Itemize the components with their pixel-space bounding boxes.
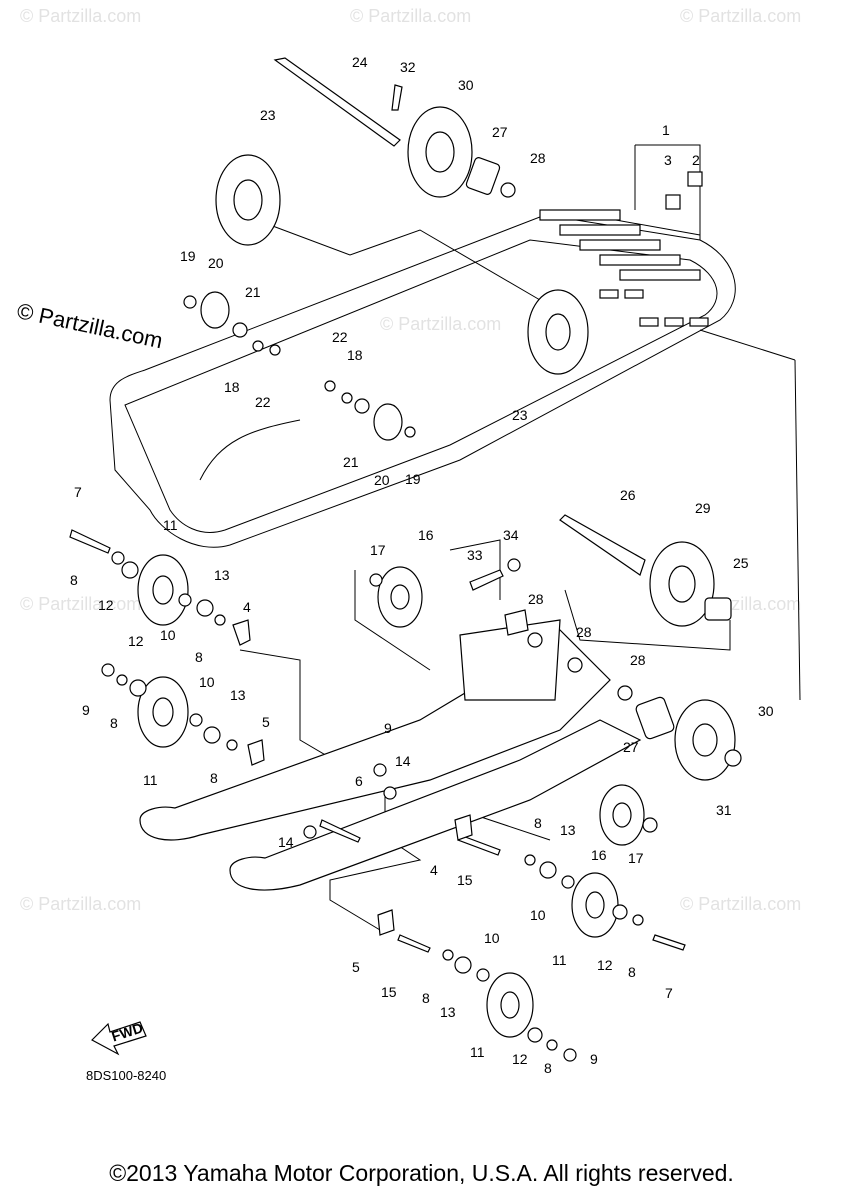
callout-20a: 20 — [208, 255, 224, 271]
callout-22b: 22 — [332, 329, 348, 345]
callout-5: 5 — [262, 714, 270, 730]
callout-13a: 13 — [214, 567, 230, 583]
callout-1: 1 — [662, 122, 670, 138]
callout-2: 2 — [692, 152, 700, 168]
callout-9c: 9 — [590, 1051, 598, 1067]
callout-27a: 27 — [492, 124, 508, 140]
callout-8a: 8 — [70, 572, 78, 588]
callout-23a: 23 — [260, 107, 276, 123]
callout-8f: 8 — [628, 964, 636, 980]
callout-34: 34 — [503, 527, 519, 543]
callout-labels: 1 2 3 4 4 5 5 6 7 7 8 8 8 8 8 8 8 8 9 9 … — [70, 54, 774, 1076]
svg-text:© Partzilla.com: © Partzilla.com — [680, 6, 801, 26]
callout-25: 25 — [733, 555, 749, 571]
callout-26: 26 — [620, 487, 636, 503]
diagram-code: 8DS100-8240 — [86, 1068, 167, 1083]
callout-16a: 16 — [418, 527, 434, 543]
leader-lines — [239, 144, 801, 931]
callout-7b: 7 — [665, 985, 673, 1001]
callout-12a: 12 — [98, 597, 114, 613]
wheels — [137, 106, 736, 1038]
callout-33: 33 — [467, 547, 483, 563]
svg-text:© Partzilla.com: © Partzilla.com — [20, 6, 141, 26]
callout-8g: 8 — [422, 990, 430, 1006]
callout-18a: 18 — [224, 379, 240, 395]
callout-22a: 22 — [255, 394, 271, 410]
callout-3: 3 — [664, 152, 672, 168]
callout-9b: 9 — [384, 720, 392, 736]
callout-4b: 4 — [430, 862, 438, 878]
callout-13b: 13 — [230, 687, 246, 703]
callout-18b: 18 — [347, 347, 363, 363]
callout-19b: 19 — [405, 471, 421, 487]
small-parts — [101, 157, 742, 1062]
callout-24: 24 — [352, 54, 368, 70]
fwd-arrow-icon: FWD — [91, 1019, 147, 1056]
callout-21a: 21 — [245, 284, 261, 300]
callout-16b: 16 — [591, 847, 607, 863]
callout-28b: 28 — [528, 591, 544, 607]
svg-text:© Partzilla.com: © Partzilla.com — [680, 894, 801, 914]
axles-and-bolts — [69, 57, 686, 953]
svg-text:© Partzilla.com: © Partzilla.com — [20, 894, 141, 914]
callout-10c: 10 — [530, 907, 546, 923]
svg-text:© Partzilla.com: © Partzilla.com — [350, 6, 471, 26]
callout-32: 32 — [400, 59, 416, 75]
callout-31: 31 — [716, 802, 732, 818]
svg-text:© Partzilla.com: © Partzilla.com — [380, 314, 501, 334]
callout-13c: 13 — [560, 822, 576, 838]
callout-10b: 10 — [199, 674, 215, 690]
callout-29: 29 — [695, 500, 711, 516]
callout-14a: 14 — [395, 753, 411, 769]
callout-12d: 12 — [512, 1051, 528, 1067]
callout-27b: 27 — [623, 739, 639, 755]
copyright-notice: ©2013 Yamaha Motor Corporation, U.S.A. A… — [109, 1160, 734, 1186]
background-watermarks: © Partzilla.com © Partzilla.com © Partzi… — [20, 6, 801, 914]
callout-28c: 28 — [576, 624, 592, 640]
callout-11b: 11 — [143, 772, 158, 788]
callout-9a: 9 — [82, 702, 90, 718]
callout-15b: 15 — [381, 984, 397, 1000]
callout-21b: 21 — [343, 454, 359, 470]
callout-17a: 17 — [370, 542, 386, 558]
skid-rails — [139, 619, 642, 891]
callout-28d: 28 — [630, 652, 646, 668]
parts-diagram: © Partzilla.com © Partzilla.com © Partzi… — [20, 6, 801, 1076]
callout-8b: 8 — [195, 649, 203, 665]
callout-19a: 19 — [180, 248, 196, 264]
callout-14b: 14 — [278, 834, 294, 850]
callout-12b: 12 — [128, 633, 144, 649]
callout-28a: 28 — [530, 150, 546, 166]
callout-13d: 13 — [440, 1004, 456, 1020]
callout-10a: 10 — [160, 627, 176, 643]
callout-11d: 11 — [470, 1044, 485, 1060]
callout-8h: 8 — [544, 1060, 552, 1076]
callout-4: 4 — [243, 599, 251, 615]
callout-6: 6 — [355, 773, 363, 789]
callout-8e: 8 — [534, 815, 542, 831]
callout-12c: 12 — [597, 957, 613, 973]
callout-30b: 30 — [758, 703, 774, 719]
track-lugs — [539, 209, 709, 327]
callout-11c: 11 — [552, 952, 567, 968]
callout-8c: 8 — [110, 715, 118, 731]
callout-23b: 23 — [512, 407, 528, 423]
callout-17b: 17 — [628, 850, 644, 866]
callout-11a: 11 — [163, 517, 178, 533]
callout-15a: 15 — [457, 872, 473, 888]
svg-text:© Partzilla.com: © Partzilla.com — [20, 594, 141, 614]
callout-30a: 30 — [458, 77, 474, 93]
callout-7: 7 — [74, 484, 82, 500]
callout-5b: 5 — [352, 959, 360, 975]
callout-10d: 10 — [484, 930, 500, 946]
callout-20b: 20 — [374, 472, 390, 488]
callout-8d: 8 — [210, 770, 218, 786]
